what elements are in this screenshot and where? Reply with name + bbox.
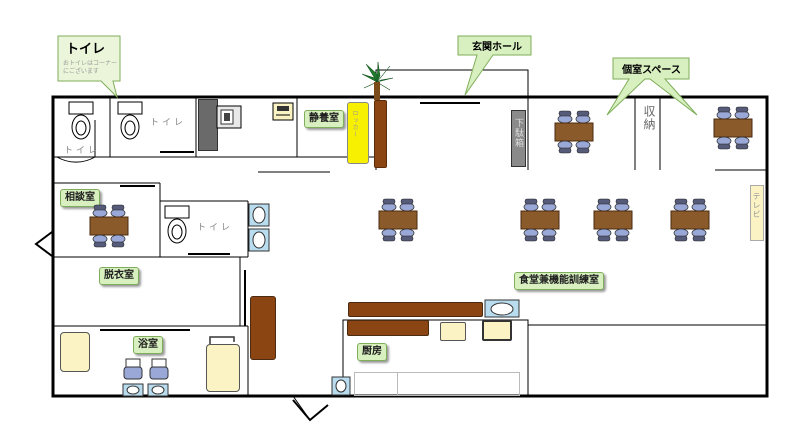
toilet-text-2: トイレ — [150, 118, 187, 128]
dressing-room-label: 脱衣室 — [99, 267, 139, 285]
kitchen-label: 厨房 — [357, 343, 387, 361]
desk-icon — [272, 102, 294, 121]
toilet-text-1: トイレ — [64, 146, 101, 156]
potted-plant-icon — [361, 61, 394, 100]
kitchen-appliance — [482, 320, 512, 341]
genkan-callout — [457, 35, 532, 96]
toilet-icon — [164, 205, 190, 244]
handrail-icon — [209, 336, 235, 344]
stove — [440, 322, 466, 341]
shoe-rack — [511, 110, 526, 167]
kitchen-sink-icon — [484, 299, 520, 318]
private-space-label: 個室スペース — [622, 65, 681, 76]
counter-top — [348, 302, 483, 317]
storage-label: 収納 — [642, 105, 656, 131]
sink-icon — [331, 376, 351, 396]
bench — [250, 296, 276, 360]
toilet-icon — [68, 101, 94, 140]
tv-unit — [750, 185, 764, 241]
bath-room-label: 浴室 — [133, 336, 163, 354]
toilet-icon — [117, 101, 143, 140]
counter-lower — [347, 320, 429, 336]
toilet-callout-note-2: にございます — [63, 68, 99, 75]
toilet-callout — [57, 35, 121, 99]
kitchen-counter-divider — [397, 372, 398, 396]
sink-icon — [248, 203, 270, 252]
rest-room-label: 静養室 — [304, 110, 344, 128]
bath-stool-icon — [123, 358, 169, 380]
brown-shelf — [374, 100, 387, 168]
tv-label: テレビ — [752, 192, 761, 219]
genkan-hall-label: 玄関ホール — [472, 42, 522, 53]
bath-sink-icon — [122, 383, 169, 397]
private-space-callout — [606, 57, 698, 116]
consult-room-label: 相談室 — [60, 189, 100, 207]
kitchen-counter — [354, 372, 520, 396]
bed-icon — [216, 105, 242, 129]
yellow-locker — [347, 102, 369, 164]
bathtub-icon — [206, 344, 240, 392]
yellow-locker-label: ロッカー — [351, 110, 358, 138]
toilet-text-3: トイレ — [197, 223, 234, 233]
bathtub-icon — [60, 332, 90, 372]
dining-training-room-label: 食堂兼機能訓練室 — [514, 272, 604, 290]
toilet-callout-note-1: おトイレはコーナー — [63, 60, 118, 67]
toilet-callout-title: トイレ — [66, 42, 106, 57]
shoe-rack-label: 下駄箱 — [513, 118, 523, 148]
